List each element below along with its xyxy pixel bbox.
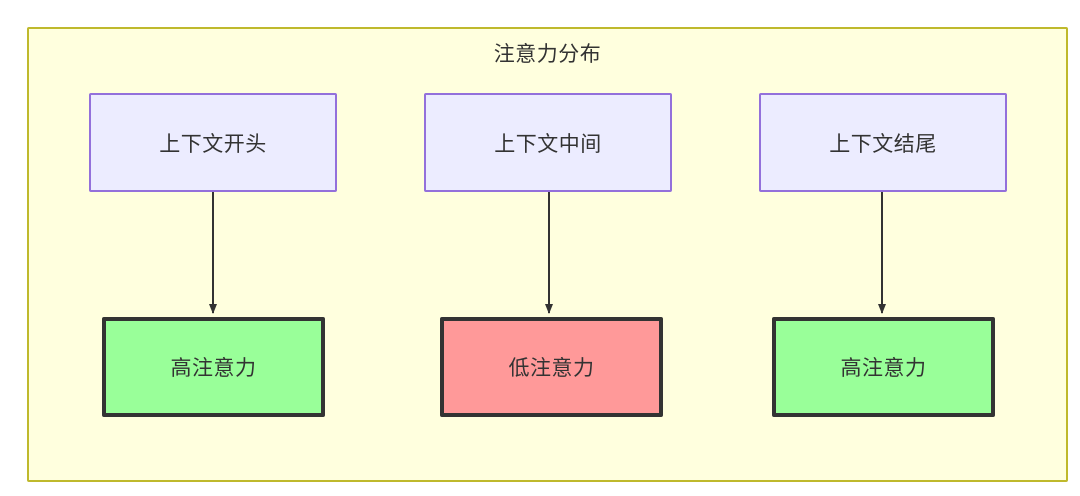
node-context-start[interactable]: 上下文开头	[89, 93, 337, 192]
node-attention-high-end[interactable]: 高注意力	[772, 317, 995, 417]
node-context-middle[interactable]: 上下文中间	[424, 93, 672, 192]
node-attention-high-start[interactable]: 高注意力	[102, 317, 325, 417]
node-attention-low-middle[interactable]: 低注意力	[440, 317, 663, 417]
diagram-title: 注意力分布	[493, 43, 602, 66]
node-context-end[interactable]: 上下文结尾	[759, 93, 1007, 192]
